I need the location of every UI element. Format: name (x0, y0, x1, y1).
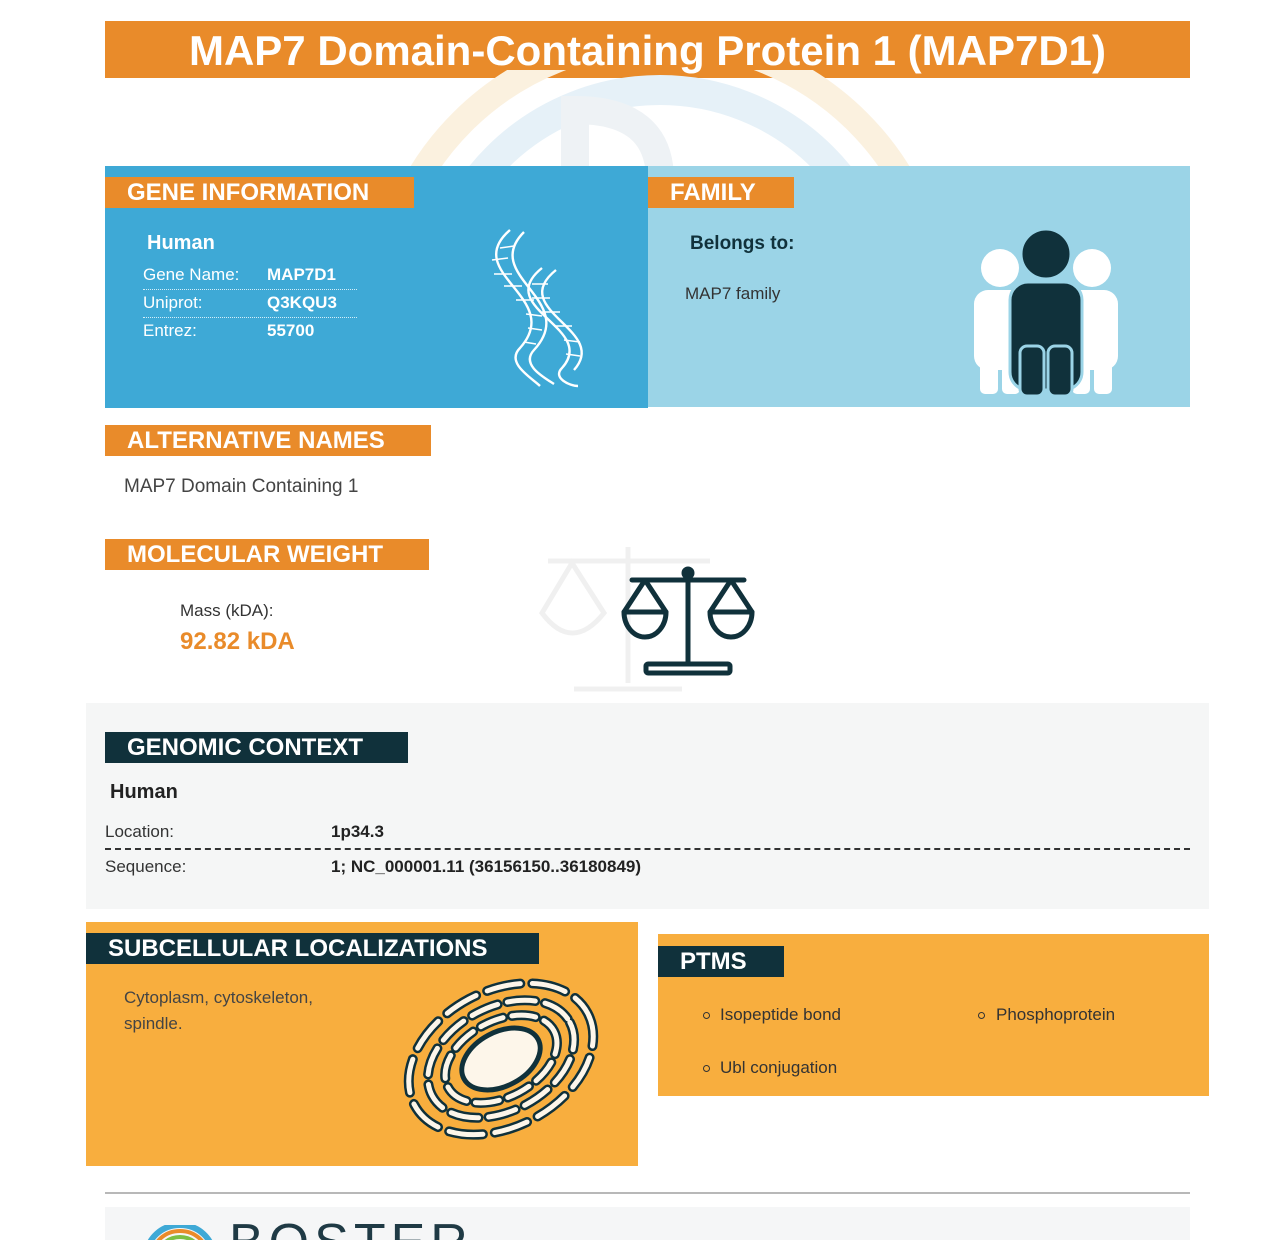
family-panel: FAMILY Belongs to: MAP7 family (648, 166, 1190, 407)
subcellular-heading: SUBCELLULAR LOCALIZATIONS (86, 933, 539, 964)
ptm-item: Phosphoprotein (996, 1005, 1116, 1024)
people-group-icon (974, 227, 1118, 398)
location-label: Location: (105, 822, 174, 841)
gene-information-panel: GENE INFORMATION Human (105, 166, 648, 408)
family-heading: FAMILY (648, 177, 794, 208)
entrez-value: 55700 (267, 321, 315, 340)
gene-info-row: Entrez: 55700 (143, 318, 357, 345)
mass-value: 92.82 kDA (180, 628, 295, 655)
family-value: MAP7 family (685, 284, 781, 303)
gene-info-table: Gene Name: MAP7D1 Uniprot: Q3KQU3 Entrez… (143, 262, 357, 345)
mass-label: Mass (kDA): (180, 601, 274, 620)
molecular-weight-heading: MOLECULAR WEIGHT (105, 539, 429, 570)
entrez-label: Entrez: (143, 321, 197, 340)
sequence-value: 1; NC_000001.11 (36156150..36180849) (331, 857, 642, 876)
balance-scale-watermark-icon (538, 547, 710, 692)
gene-name-label: Gene Name: (143, 265, 240, 284)
footer-brand: BOSTER (229, 1217, 473, 1240)
footer-divider (105, 1192, 1190, 1194)
subcellular-line-2: spindle. (124, 1014, 183, 1033)
cell-organelle-icon (403, 978, 599, 1140)
genomic-context-panel: GENOMIC CONTEXT Human Location: 1p34.3 S… (86, 703, 1209, 909)
ptms-heading: PTMS (658, 946, 784, 977)
subcellular-line-1: Cytoplasm, cytoskeleton, (124, 988, 313, 1007)
bullet-icon (978, 1012, 985, 1019)
page-title: MAP7 Domain-Containing Protein 1 (MAP7D1… (105, 21, 1190, 78)
location-value: 1p34.3 (331, 822, 384, 841)
family-belongs-label: Belongs to: (690, 233, 795, 254)
ptm-item: Isopeptide bond (720, 1005, 841, 1024)
logo-icon (148, 1225, 212, 1240)
gene-name-value: MAP7D1 (267, 265, 336, 284)
gene-info-row: Uniprot: Q3KQU3 (143, 290, 357, 318)
ptms-panel: PTMS Isopeptide bond Phosphoprotein Ubl … (658, 934, 1209, 1096)
uniprot-label: Uniprot: (143, 293, 203, 312)
sequence-label: Sequence: (105, 857, 187, 876)
gene-information-heading: GENE INFORMATION (105, 177, 414, 208)
bullet-icon (703, 1065, 710, 1072)
genomic-species: Human (110, 781, 178, 803)
alternative-names-value: MAP7 Domain Containing 1 (124, 476, 359, 497)
genomic-divider (105, 848, 1190, 850)
footer: BOSTER (105, 1207, 1190, 1240)
alternative-names-heading: ALTERNATIVE NAMES (105, 425, 431, 456)
genomic-context-heading: GENOMIC CONTEXT (105, 732, 408, 763)
gene-info-row: Gene Name: MAP7D1 (143, 262, 357, 290)
gene-species: Human (147, 232, 215, 254)
balance-scale-icon (621, 566, 755, 676)
ptm-item: Ubl conjugation (720, 1058, 838, 1077)
subcellular-localizations-panel: SUBCELLULAR LOCALIZATIONS Cytoplasm, cyt… (86, 922, 638, 1166)
dna-icon (491, 229, 583, 388)
bullet-icon (703, 1012, 710, 1019)
uniprot-value: Q3KQU3 (267, 293, 337, 312)
